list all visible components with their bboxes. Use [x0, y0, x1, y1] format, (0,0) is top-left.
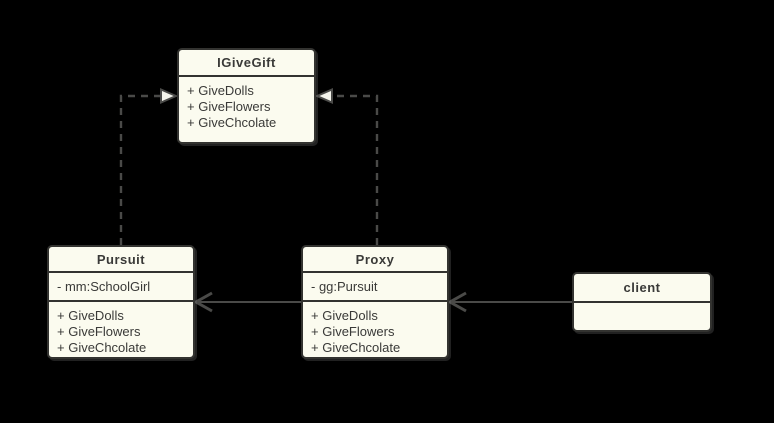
class-attributes-pursuit: - mm:SchoolGirl [49, 273, 193, 302]
class-methods-igivegift: + GiveDolls + GiveFlowers + GiveChcolate [179, 77, 314, 142]
realization-arrowhead-proxy-icon [314, 87, 333, 105]
method-item: + GiveDolls [187, 83, 254, 98]
method-item: + GiveChcolate [57, 340, 147, 355]
method-item: + GiveDolls [57, 308, 124, 323]
attribute-item: - gg:Pursuit [311, 279, 378, 294]
method-item: + GiveDolls [311, 308, 378, 323]
class-methods-proxy: + GiveDolls + GiveFlowers + GiveChcolate [303, 302, 447, 357]
method-item: + GiveChcolate [311, 340, 401, 355]
class-title-proxy: Proxy [303, 247, 447, 273]
class-box-pursuit: Pursuit - mm:SchoolGirl + GiveDolls + Gi… [47, 245, 195, 359]
method-item: + GiveFlowers [57, 324, 141, 339]
realization-arrow-pursuit-igivegift [119, 94, 160, 245]
association-arrowhead-proxy-icon [446, 291, 467, 313]
class-box-igivegift: IGiveGift + GiveDolls + GiveFlowers + Gi… [177, 48, 316, 144]
class-empty-compartment-client [574, 303, 710, 330]
association-arrowhead-pursuit-icon [192, 291, 213, 313]
class-attributes-proxy: - gg:Pursuit [303, 273, 447, 302]
class-title-pursuit: Pursuit [49, 247, 193, 273]
attribute-item: - mm:SchoolGirl [57, 279, 151, 294]
method-item: + GiveChcolate [187, 115, 277, 130]
class-title-client: client [574, 274, 710, 303]
class-box-proxy: Proxy - gg:Pursuit + GiveDolls + GiveFlo… [301, 245, 449, 359]
realization-arrowhead-pursuit-icon [160, 87, 179, 105]
realization-arrow-proxy-igivegift [333, 94, 379, 245]
class-methods-pursuit: + GiveDolls + GiveFlowers + GiveChcolate [49, 302, 193, 357]
class-box-client: client [572, 272, 712, 332]
method-item: + GiveFlowers [187, 99, 271, 114]
class-title-igivegift: IGiveGift [179, 50, 314, 77]
method-item: + GiveFlowers [311, 324, 395, 339]
